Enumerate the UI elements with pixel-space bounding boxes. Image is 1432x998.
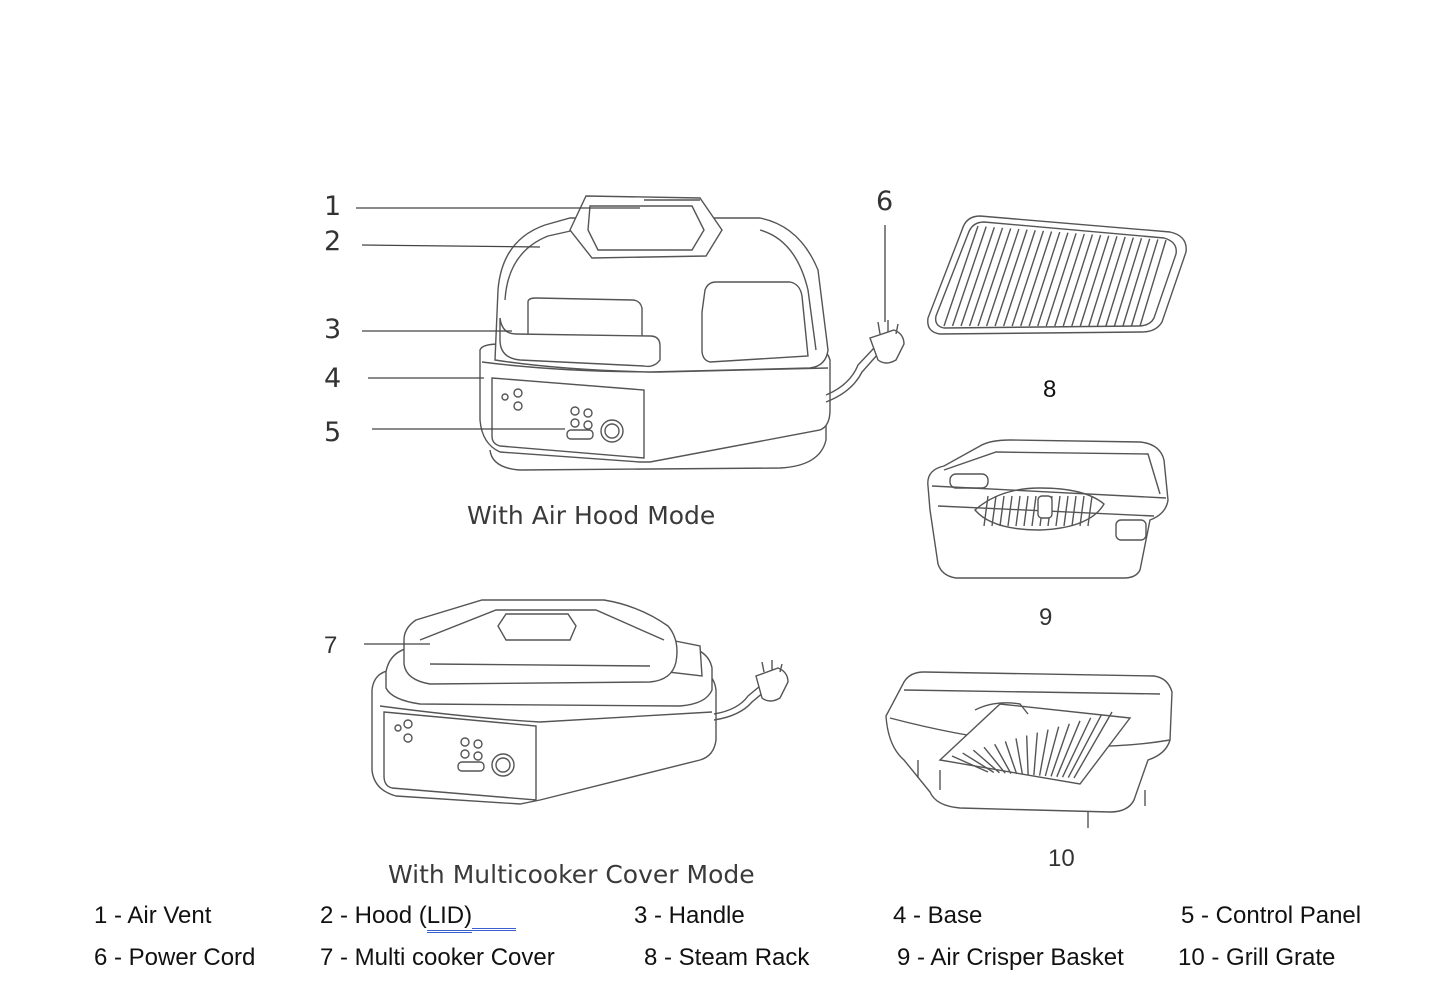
legend-item-control-panel: 5 - Control Panel	[1181, 902, 1362, 929]
callout-7: 7	[324, 632, 337, 659]
legend-hood-lid-underlined: LID)	[426, 902, 473, 933]
legend-item-steam-rack: 8 - Steam Rack	[644, 944, 810, 971]
air-hood-unit-illustration	[479, 195, 831, 471]
caption-air-hood-mode: With Air Hood Mode	[467, 501, 715, 530]
legend-item-handle: 3 - Handle	[634, 902, 745, 929]
callout-leaders	[356, 207, 886, 645]
grill-grate-illustration	[885, 671, 1173, 828]
legend-hood-underline-tail	[472, 902, 517, 931]
legend-item-air-crisper-basket: 9 - Air Crisper Basket	[897, 944, 1124, 971]
air-crisper-basket-illustration	[927, 439, 1169, 579]
power-cord-illustration	[825, 320, 905, 403]
multicooker-unit-illustration	[371, 599, 717, 805]
callout-8: 8	[1043, 376, 1056, 403]
callout-10: 10	[1048, 845, 1075, 872]
legend-item-power-cord: 6 - Power Cord	[94, 944, 256, 971]
callout-4: 4	[324, 363, 341, 394]
legend-item-air-vent: 1 - Air Vent	[94, 902, 212, 929]
legend-item-hood: 2 - Hood (LID)	[320, 902, 517, 933]
callout-6: 6	[876, 186, 893, 217]
callout-5: 5	[324, 417, 341, 448]
legend-item-multi-cooker-cover: 7 - Multi cooker Cover	[320, 944, 555, 971]
callout-1: 1	[324, 191, 341, 222]
legend-hood-text: 2 - Hood (	[320, 902, 427, 929]
legend-item-base: 4 - Base	[893, 902, 983, 929]
steam-rack-illustration	[927, 215, 1187, 335]
caption-multicooker-mode: With Multicooker Cover Mode	[388, 860, 755, 889]
callout-2: 2	[324, 226, 341, 257]
legend-item-grill-grate: 10 - Grill Grate	[1178, 944, 1336, 971]
multicooker-power-cord-illustration	[713, 660, 789, 721]
callout-9: 9	[1039, 604, 1052, 631]
callout-3: 3	[324, 314, 341, 345]
